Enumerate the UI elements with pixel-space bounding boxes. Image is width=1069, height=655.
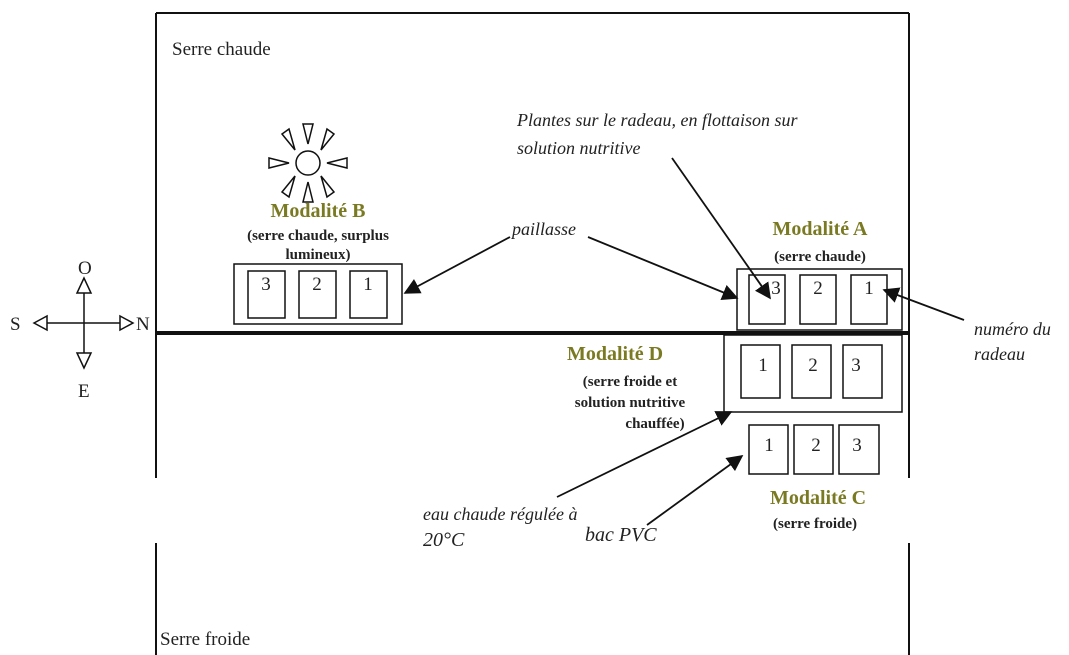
compass-west-label: O — [78, 258, 92, 279]
modality-b-title: Modalité B — [271, 200, 366, 222]
warm-water-annotation-line1: eau chaude régulée à — [423, 504, 577, 524]
modality-b-raft-number: 1 — [363, 274, 373, 295]
modality-d-raft — [740, 344, 781, 399]
warm-greenhouse-label: Serre chaude — [172, 39, 271, 60]
modality-a-raft-number: 3 — [771, 278, 781, 299]
modality-a-raft — [748, 274, 786, 325]
arrow-paillasse-to-a — [587, 236, 739, 300]
arrow-plants-to-raft — [671, 157, 771, 300]
modality-c-raft — [838, 424, 880, 475]
modality-d-raft — [842, 344, 883, 399]
pvc-tank-annotation: bac PVC — [585, 524, 657, 546]
modality-b-raft-number: 3 — [261, 274, 271, 295]
modality-b-tank — [233, 263, 403, 325]
compass-south-label: S — [10, 314, 21, 335]
modality-c-title: Modalité C — [770, 487, 866, 509]
modality-d-raft-number: 1 — [758, 355, 768, 376]
paillasse-annotation: paillasse — [510, 219, 576, 239]
plants-on-raft-annotation-line1: Plantes sur le radeau, en flottaison sur — [516, 110, 798, 130]
compass-north-label: N — [136, 314, 150, 335]
modality-b-raft — [349, 270, 388, 319]
cold-greenhouse-label: Serre froide — [160, 629, 250, 650]
modality-d-raft-number: 2 — [808, 355, 818, 376]
arrow-warm-water — [556, 411, 733, 498]
modality-b-raft — [247, 270, 286, 319]
arrow-pvc-tank — [646, 455, 744, 526]
greenhouse-walls — [155, 12, 910, 655]
modality-c-raft — [793, 424, 834, 475]
modality-c-raft-number: 3 — [852, 435, 862, 456]
modality-d-desc-line1: (serre froide et — [583, 374, 677, 390]
modality-a-desc-line1: (serre chaude) — [774, 249, 866, 265]
sun-icon — [268, 123, 348, 203]
modality-a-raft-number: 1 — [864, 278, 874, 299]
raft-number-annotation-line1: numéro du — [974, 319, 1051, 339]
modality-d-tank — [723, 334, 903, 413]
compass-east-label: E — [78, 381, 90, 402]
plants-on-raft-annotation-line2: solution nutritive — [517, 138, 641, 158]
modality-b-desc-line1: (serre chaude, surplus — [247, 228, 389, 244]
modality-c-desc-line1: (serre froide) — [773, 516, 857, 532]
modality-c-tanks — [748, 424, 880, 475]
raft-number-annotation-line2: radeau — [974, 344, 1025, 364]
modality-b-raft-number: 2 — [312, 274, 322, 295]
modality-a-raft-number: 2 — [813, 278, 823, 299]
warm-water-annotation-line2: 20°C — [423, 529, 465, 551]
compass-icon — [32, 276, 135, 370]
modality-a-title: Modalité A — [773, 218, 869, 240]
modality-d-desc-line2: solution nutritive — [575, 395, 686, 411]
modality-d-raft — [791, 344, 832, 399]
annotation-arrows — [403, 157, 965, 526]
modality-d-desc-line3: chauffée) — [625, 416, 684, 432]
modality-b-desc-line2: lumineux) — [285, 247, 350, 263]
modality-c-raft-number: 2 — [811, 435, 821, 456]
modality-d-raft-number: 3 — [851, 355, 861, 376]
modality-c-raft — [748, 424, 789, 475]
modality-b-raft — [298, 270, 337, 319]
arrow-raft-number — [882, 287, 965, 321]
modality-c-raft-number: 1 — [764, 435, 774, 456]
modality-d-title: Modalité D — [567, 343, 663, 365]
arrow-paillasse-to-b — [403, 236, 511, 294]
modality-a-raft — [799, 274, 837, 325]
